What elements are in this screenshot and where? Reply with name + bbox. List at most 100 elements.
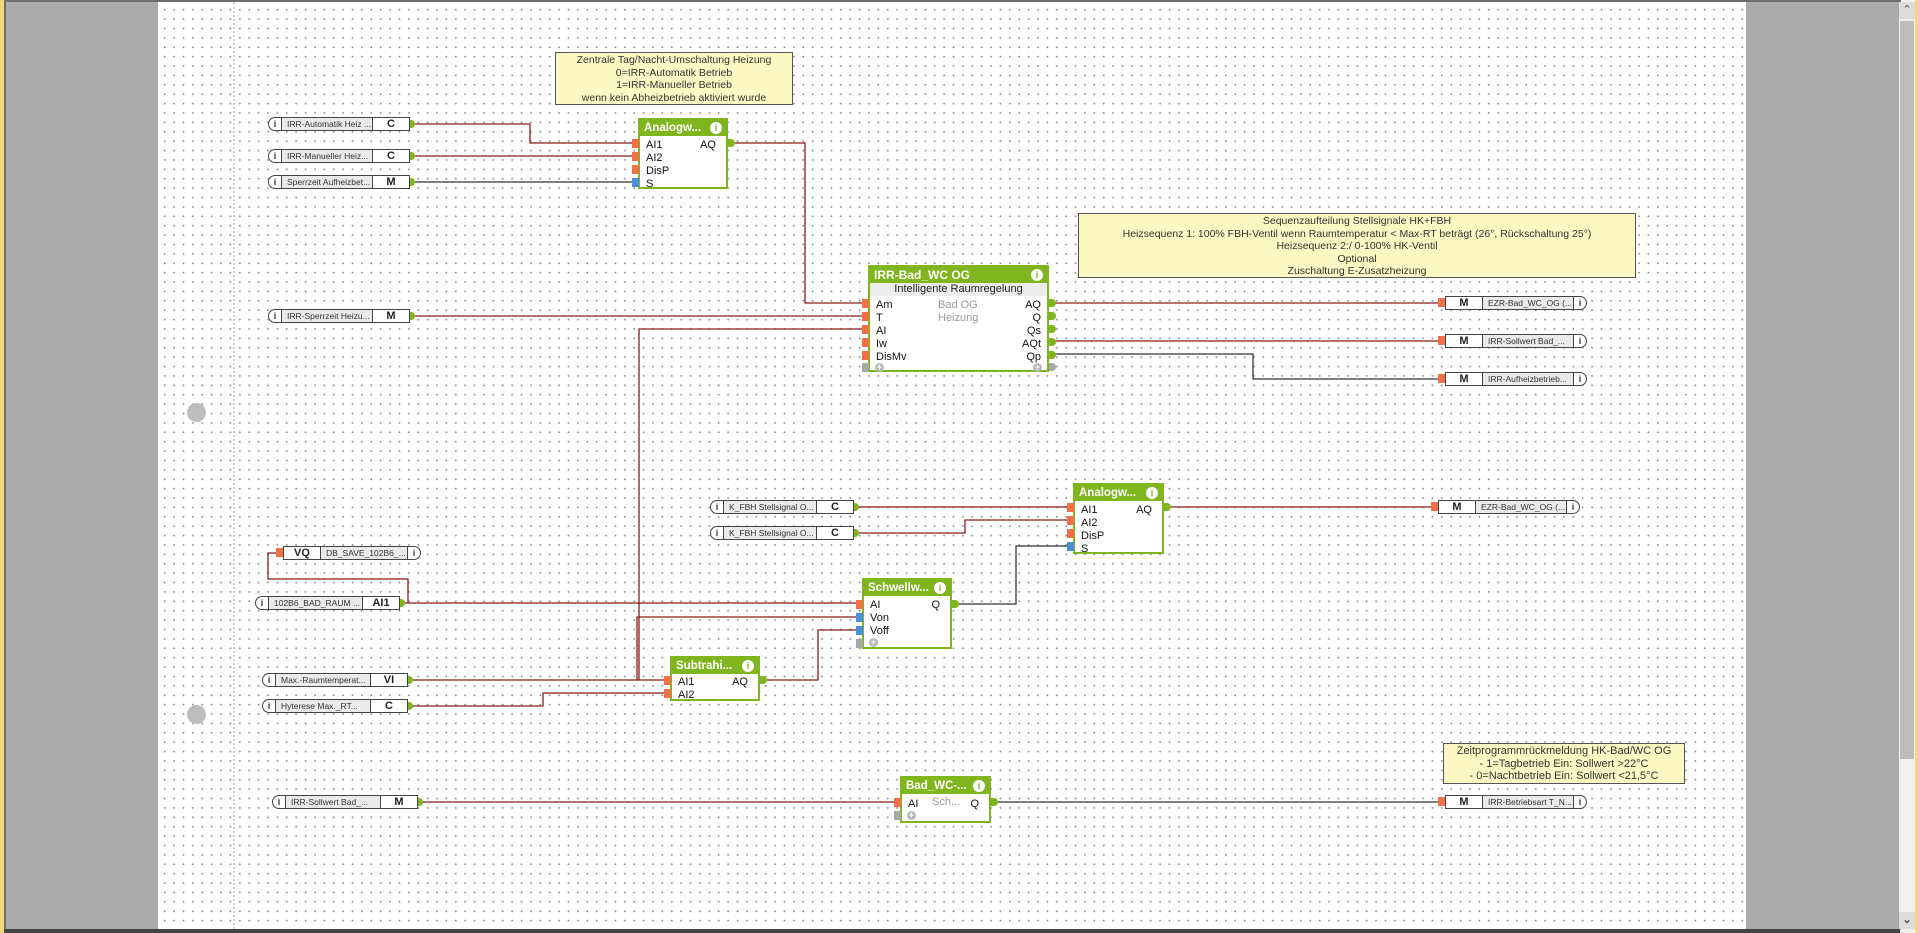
info-icon[interactable]: i	[408, 546, 421, 560]
info-icon[interactable]: i	[268, 117, 281, 131]
input-pin[interactable]	[1067, 503, 1074, 512]
info-icon[interactable]: i	[1574, 296, 1587, 310]
info-icon[interactable]: i	[710, 122, 722, 134]
output-pin[interactable]	[1049, 299, 1056, 307]
output-pin[interactable]	[952, 600, 959, 608]
info-icon[interactable]: i	[1031, 269, 1043, 281]
output-pin[interactable]	[410, 312, 415, 320]
output-pin[interactable]	[1049, 363, 1056, 371]
output-pin[interactable]	[400, 599, 405, 607]
info-icon[interactable]: i	[934, 582, 946, 594]
input-max-raumtemperatur[interactable]: i Max.-Raumtemperat... VI	[262, 673, 413, 687]
input-sperrzeit-aufheiz[interactable]: i Sperrzeit Aufheizbet... M	[268, 175, 415, 189]
input-pin[interactable]	[1438, 797, 1445, 806]
output-irr-sollwert-bad[interactable]: M IRR-Sollwert Bad_... i	[1438, 334, 1587, 348]
output-pin[interactable]	[1049, 325, 1056, 333]
input-pin[interactable]	[894, 798, 901, 807]
chevron-up-icon[interactable]: ⌃	[1899, 2, 1915, 19]
info-icon[interactable]: i	[710, 526, 723, 540]
comment-day-night-switch[interactable]: Zentrale Tag/Nacht-Umschaltung Heizung 0…	[555, 52, 793, 105]
input-irr-manueller[interactable]: i IRR-Manueller Heiz... C	[268, 149, 415, 163]
block-analog-multiplexer-1[interactable]: Analogw...i AI1 AI2 DisP S AQ	[638, 118, 728, 190]
output-pin[interactable]	[1164, 503, 1171, 511]
info-icon[interactable]: i	[268, 149, 281, 163]
add-input-icon[interactable]: +	[869, 637, 878, 647]
info-icon[interactable]: i	[268, 309, 281, 323]
input-pin[interactable]	[856, 626, 863, 635]
comment-schedule-feedback[interactable]: Zeitprogrammrückmeldung HK-Bad/WC OG - 1…	[1443, 743, 1685, 784]
output-pin[interactable]	[854, 503, 859, 511]
info-icon[interactable]: i	[268, 175, 281, 189]
input-pin[interactable]	[1438, 298, 1445, 307]
output-irr-aufheizbetrieb[interactable]: M IRR-Aufheizbetrieb... i	[1438, 372, 1587, 386]
input-kfbh-stellsignal-2[interactable]: i K_FBH Stellsignal O... C	[710, 526, 859, 540]
input-pin[interactable]	[664, 689, 671, 698]
output-pin[interactable]	[410, 178, 415, 186]
output-pin[interactable]	[408, 676, 413, 684]
input-102b6-bad-raum[interactable]: i 102B6_BAD_RAUM ... AI1	[255, 596, 405, 610]
output-pin[interactable]	[991, 798, 998, 806]
output-ezr-bad-wc-og-2[interactable]: M EZR-Bad_WC_OG (... i	[1431, 500, 1580, 514]
info-icon[interactable]: i	[1567, 500, 1580, 514]
input-pin[interactable]	[862, 338, 869, 347]
output-pin[interactable]	[418, 798, 423, 806]
page-anchor-marker[interactable]	[187, 403, 206, 422]
input-pin[interactable]	[1438, 336, 1445, 345]
vertical-scrollbar[interactable]: ⌃ ⌄	[1899, 2, 1915, 929]
output-pin[interactable]	[1049, 351, 1056, 359]
input-pin[interactable]	[862, 312, 869, 321]
info-icon[interactable]: i	[1574, 334, 1587, 348]
input-pin[interactable]	[856, 600, 863, 609]
info-icon[interactable]: i	[262, 699, 275, 713]
info-icon[interactable]: i	[1574, 795, 1587, 809]
output-pin[interactable]	[408, 702, 413, 710]
info-icon[interactable]: i	[1146, 487, 1158, 499]
input-pin[interactable]	[632, 165, 639, 174]
input-irr-sollwert-bad[interactable]: i IRR-Sollwert Bad_... M	[272, 795, 423, 809]
block-analog-multiplexer-2[interactable]: Analogw...i AI1 AI2 DisP S AQ	[1073, 483, 1164, 555]
info-icon[interactable]: i	[742, 660, 754, 672]
block-bad-wc-threshold[interactable]: Bad_WC-...i AI Sch... Q +	[900, 776, 991, 823]
block-threshold-switch[interactable]: Schwellw...i AI Von Voff Q +	[862, 578, 952, 649]
input-pin[interactable]	[1431, 502, 1438, 511]
input-hysterese-max-rt[interactable]: i Hyterese Max._RT... C	[262, 699, 413, 713]
scrollbar-thumb[interactable]	[1900, 21, 1914, 759]
output-db-save-102b6[interactable]: VQ DB_SAVE_102B6_... i	[276, 546, 421, 560]
info-icon[interactable]: i	[710, 500, 723, 514]
info-icon[interactable]: i	[272, 795, 285, 809]
add-output-icon[interactable]: +	[1033, 362, 1042, 372]
input-pin[interactable]	[1438, 374, 1445, 383]
output-irr-betriebsart[interactable]: M IRR-Betriebsart T_N... i	[1438, 795, 1587, 809]
input-pin[interactable]	[664, 676, 671, 685]
output-pin[interactable]	[854, 529, 859, 537]
info-icon[interactable]: i	[973, 780, 985, 792]
input-irr-sperrzeit[interactable]: i IRR-Sperrzeit Heizu... M	[268, 309, 415, 323]
page-anchor-marker[interactable]	[187, 705, 206, 724]
input-pin[interactable]	[862, 363, 869, 372]
input-pin[interactable]	[632, 139, 639, 148]
output-pin[interactable]	[1049, 312, 1056, 320]
info-icon[interactable]: i	[262, 673, 275, 687]
input-pin[interactable]	[1067, 516, 1074, 525]
input-pin[interactable]	[1067, 542, 1074, 551]
add-input-icon[interactable]: +	[907, 810, 916, 820]
input-pin[interactable]	[862, 325, 869, 334]
output-pin[interactable]	[728, 139, 735, 147]
info-icon[interactable]: i	[255, 596, 268, 610]
input-pin[interactable]	[856, 613, 863, 622]
input-pin[interactable]	[1067, 529, 1074, 538]
comment-sequence-split[interactable]: Sequenzaufteilung Stellsignale HK+FBH He…	[1078, 213, 1636, 278]
input-kfbh-stellsignal-1[interactable]: i K_FBH Stellsignal O... C	[710, 500, 859, 514]
block-subtractor[interactable]: Subtrahi...i AI1 AI2 AQ	[670, 656, 760, 701]
input-pin[interactable]	[856, 639, 863, 648]
input-irr-automatik[interactable]: i IRR-Automatik Heiz ... C	[268, 117, 415, 131]
input-pin[interactable]	[632, 152, 639, 161]
input-pin[interactable]	[632, 178, 639, 187]
input-pin[interactable]	[276, 548, 283, 557]
output-pin[interactable]	[410, 152, 415, 160]
output-pin[interactable]	[1049, 338, 1056, 346]
output-pin[interactable]	[760, 676, 767, 684]
input-pin[interactable]	[862, 299, 869, 308]
input-pin[interactable]	[862, 351, 869, 360]
